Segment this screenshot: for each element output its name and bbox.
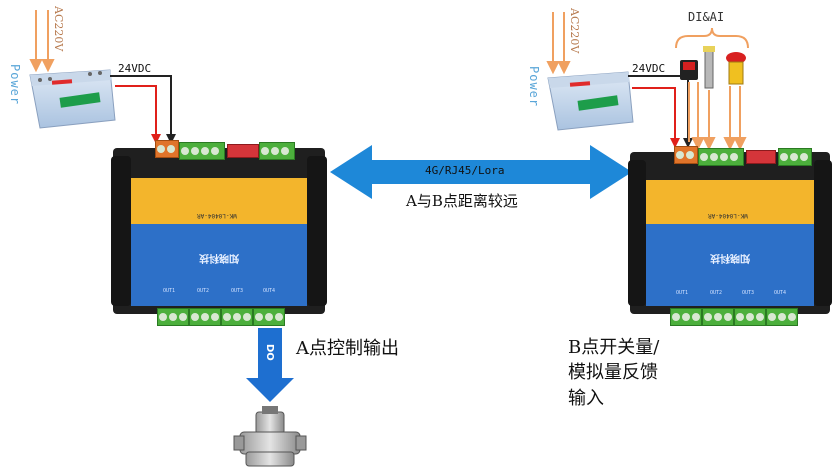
dip-switch [227, 144, 259, 158]
distance-label: A与B点距离较远 [406, 192, 518, 210]
output-terminal-4 [253, 308, 285, 326]
left-dc-label: 24VDC [118, 62, 152, 75]
right-dc-wires [628, 75, 693, 148]
right-ac-input-arrows [546, 12, 571, 75]
rs485-terminal [259, 142, 295, 160]
out3-tag: OUT3 [742, 290, 755, 296]
controller-blue-panel [131, 224, 307, 306]
out2-tag: OUT2 [710, 290, 723, 296]
controller-brand: 知晓科技 [199, 252, 239, 263]
output-terminal-4 [766, 308, 798, 326]
controller-rail-right [307, 156, 327, 306]
dip-switch [746, 150, 776, 164]
do-label: DO [264, 344, 275, 361]
output-terminal-3 [734, 308, 766, 326]
b-feedback-line3: 输入 [568, 388, 604, 409]
left-ac-input-arrows [29, 10, 55, 73]
right-power-label: Power [527, 66, 541, 108]
controller-rail-left [111, 156, 131, 306]
controller-a: WK-L0404-AR 知晓科技 OUT1 OUT2 OUT3 OUT4 [111, 140, 327, 330]
right-dc-label: 24VDC [632, 62, 666, 75]
right-ac-label: AC220V [568, 8, 581, 54]
left-dc-wires [110, 75, 176, 144]
right-power-supply [547, 71, 634, 131]
controller-blue-panel [646, 224, 814, 306]
out1-tag: OUT1 [163, 288, 176, 294]
power-terminal [155, 140, 179, 158]
controller-yellow-panel [131, 178, 307, 224]
input-terminal-1 [698, 148, 744, 166]
link-label: 4G/RJ45/Lora [425, 164, 505, 177]
left-ac-label: AC220V [52, 6, 65, 52]
b-feedback-line1: B点开关量/ [568, 337, 660, 358]
output-terminal-3 [221, 308, 253, 326]
b-feedback-line2: 模拟量反馈 [568, 362, 658, 383]
di-ai-wires [688, 82, 747, 151]
out3-tag: OUT3 [231, 288, 244, 294]
solenoid-valve [233, 406, 307, 467]
output-terminal-2 [189, 308, 221, 326]
a-output-label: A点控制输出 [296, 338, 399, 359]
rs485-terminal [778, 148, 812, 166]
output-terminal-1 [670, 308, 702, 326]
do-arrow [246, 328, 294, 402]
input-terminal-1 [179, 142, 225, 160]
out2-tag: OUT2 [197, 288, 210, 294]
controller-brand: 知晓科技 [710, 252, 750, 263]
di-ai-sensors [680, 46, 746, 89]
out4-tag: OUT4 [774, 290, 787, 296]
left-power-supply [29, 69, 116, 129]
controller-model: WK-L0404-AR [197, 212, 237, 219]
di-ai-bracket [675, 27, 749, 49]
left-power-label: Power [8, 64, 22, 106]
controller-model: WK-L0404-AR [708, 212, 748, 219]
out4-tag: OUT4 [263, 288, 276, 294]
output-terminal-2 [702, 308, 734, 326]
controller-b: WK-L0404-AR 知晓科技 OUT1 OUT2 OUT3 OUT4 [628, 146, 832, 330]
link-arrow [330, 145, 632, 199]
controller-yellow-panel [646, 180, 814, 224]
di-ai-label: DI&AI [688, 10, 725, 24]
controller-rail-right [814, 160, 832, 306]
output-terminal-1 [157, 308, 189, 326]
power-terminal [674, 146, 698, 164]
controller-rail-left [628, 160, 646, 306]
out1-tag: OUT1 [676, 290, 689, 296]
